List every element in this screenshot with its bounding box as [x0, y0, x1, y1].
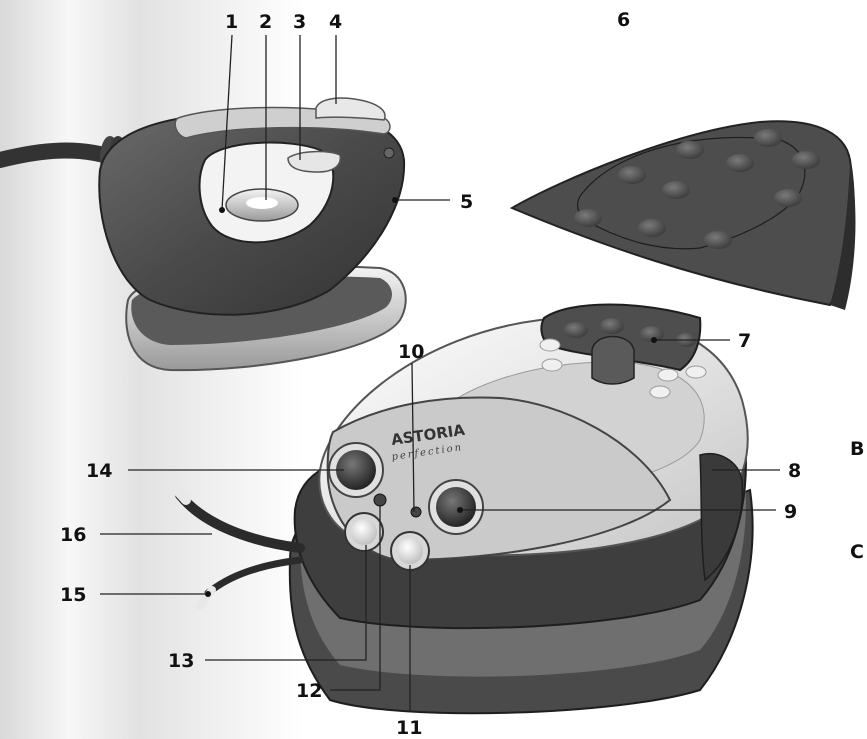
- cover-bump: [774, 189, 802, 207]
- cover-front-edge: [830, 160, 856, 310]
- callout-10: 10: [398, 341, 424, 363]
- cover-bump: [574, 209, 602, 227]
- callout-5: 5: [460, 191, 473, 213]
- callout-11: 11: [396, 717, 422, 739]
- callout-8: 8: [788, 460, 801, 482]
- steam-trigger-button[interactable]: [287, 150, 342, 173]
- rim-foot: [539, 338, 561, 352]
- callout-9: 9: [784, 501, 797, 523]
- callout-7: 7: [738, 330, 751, 352]
- steam-hose-tip: [170, 483, 191, 505]
- rim-foot: [649, 385, 671, 399]
- water-level-indicator-light: [410, 506, 422, 518]
- callout-16: 16: [60, 524, 86, 546]
- water-inlet-handle[interactable]: [591, 335, 635, 385]
- cover-bump: [638, 219, 666, 237]
- cover-bump: [676, 141, 704, 159]
- cover-bump: [662, 181, 690, 199]
- ready-indicator-light: [373, 493, 387, 507]
- cap-bump: [564, 322, 588, 338]
- soleplate-cover: [509, 120, 856, 310]
- cover-bump: [792, 151, 820, 169]
- cover-bump: [754, 129, 782, 147]
- cover-bump: [618, 166, 646, 184]
- steam-output-knob[interactable]: [336, 450, 376, 490]
- callout-15: 15: [60, 584, 86, 606]
- rim-foot: [657, 368, 679, 382]
- callout-12: 12: [296, 680, 322, 702]
- callout-6: 6: [617, 9, 630, 31]
- callout-14: 14: [86, 460, 112, 482]
- callout-2: 2: [259, 11, 272, 33]
- power-cable: [204, 556, 304, 597]
- callout-1: 1: [225, 11, 238, 33]
- temperature-knob[interactable]: [436, 487, 476, 527]
- handle-lock-button[interactable]: [315, 97, 386, 121]
- cover-bump: [726, 154, 754, 172]
- steam-generator-base: ASTORIA perfection: [170, 303, 754, 715]
- rim-foot: [685, 365, 707, 379]
- leader-lines: [100, 34, 780, 712]
- cap-bump: [600, 318, 624, 334]
- edge-label-c: C: [850, 541, 864, 563]
- cover-bump: [704, 231, 732, 249]
- callout-4: 4: [329, 11, 342, 33]
- iron-indicator-light: [383, 147, 395, 159]
- cap-bump: [640, 326, 664, 342]
- edge-label-b: B: [850, 438, 864, 460]
- callout-labels: 1 2 3 4 5 6 7 8 9 10 11 12 13 14 15 16 B…: [60, 9, 864, 739]
- base-side-panel: [699, 453, 744, 582]
- steam-iron: [0, 97, 407, 372]
- steam-boiler-button[interactable]: [397, 538, 423, 564]
- main-power-button[interactable]: [351, 519, 377, 545]
- callout-3: 3: [293, 11, 306, 33]
- dial-center: [246, 197, 278, 209]
- rim-foot: [541, 358, 563, 372]
- callout-13: 13: [168, 650, 194, 672]
